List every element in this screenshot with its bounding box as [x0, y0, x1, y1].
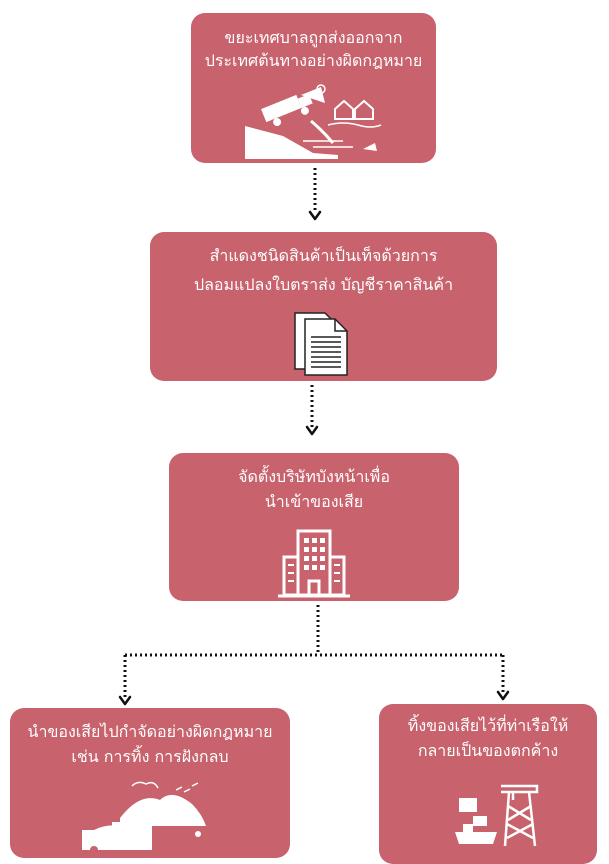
office-building-icon: [278, 529, 350, 598]
step-2-box: สำแดงชนิดสินค้าเป็นเท็จด้วยการ ปลอมแปลงใ…: [150, 232, 497, 381]
step-3-box: จัดตั้งบริษัทบังหน้าเพื่อ นำเข้าของเสีย: [169, 453, 459, 601]
step-3-line-1: จัดตั้งบริษัทบังหน้าเพื่อ: [238, 467, 390, 486]
garbage-truck-landfill-icon: [82, 781, 206, 850]
step-3-line-2: นำเข้าของเสีย: [264, 492, 364, 511]
step-1-box: ขยะเทศบาลถูกส่งออกจาก ประเทศต้นทางอย่างผ…: [191, 13, 436, 163]
step-1-line-1: ขยะเทศบาลถูกส่งออกจาก: [224, 28, 403, 47]
arrow-head: [496, 690, 510, 701]
arrow-head: [118, 695, 132, 706]
step-4-line-1: นำของเสียไปกำจัดอย่างผิดกฎหมาย: [27, 722, 273, 741]
arrow-head: [305, 425, 319, 436]
step-4-line-2: เช่น การทิ้ง การฝังกลบ: [71, 747, 229, 766]
arrow-head: [308, 210, 322, 221]
step-5-line-1: ทิ้งของเสียไว้ที่ท่าเรือให้: [407, 716, 569, 735]
step-2-line-2: ปลอมแปลงใบตราส่ง บัญชีราคาสินค้า: [193, 275, 454, 294]
step-5-box: ทิ้งของเสียไว้ที่ท่าเรือให้ กลายเป็นของต…: [379, 704, 597, 864]
step-2-line-1: สำแดงชนิดสินค้าเป็นเท็จด้วยการ: [209, 246, 438, 265]
step-1-line-2: ประเทศต้นทางอย่างผิดกฎหมาย: [204, 51, 423, 70]
truck-dumping-waste-icon: [245, 84, 382, 159]
step-4-box: นำของเสียไปกำจัดอย่างผิดกฎหมาย เช่น การท…: [10, 708, 290, 858]
port-crane-container-ship-icon: [455, 784, 539, 847]
step-5-line-2: กลายเป็นของตกค้าง: [417, 741, 559, 760]
documents-icon: [294, 312, 348, 376]
